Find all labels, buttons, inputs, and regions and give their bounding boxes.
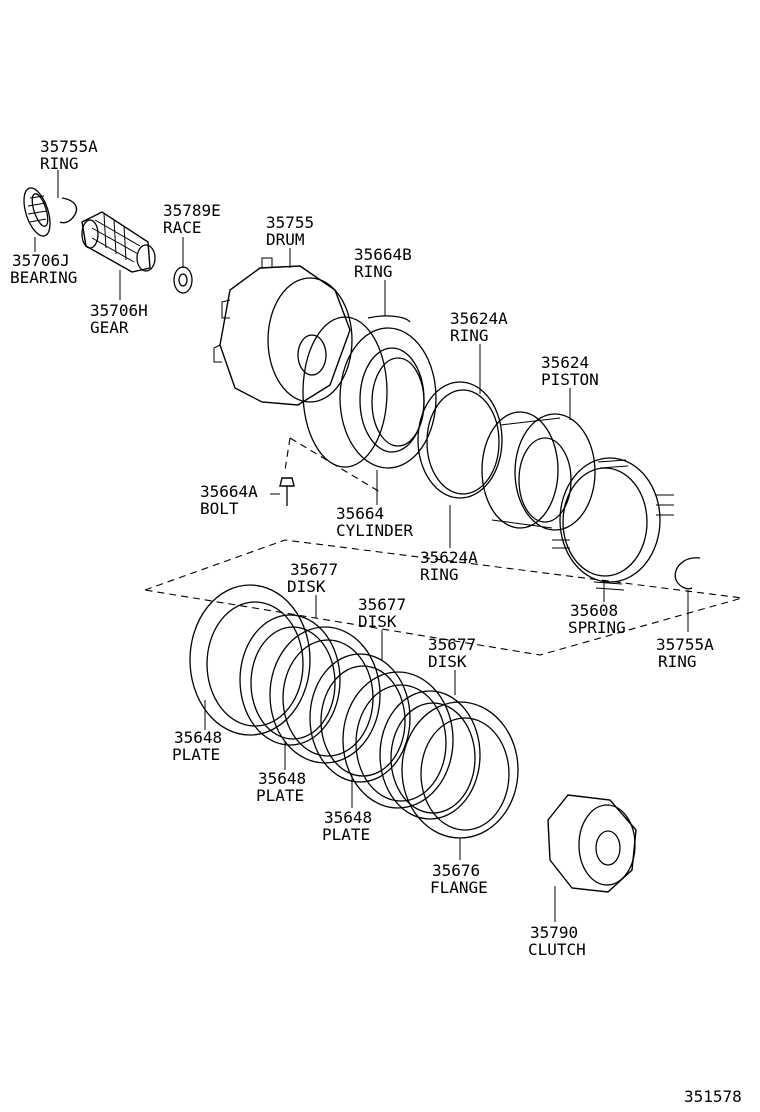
label-number-gear: 35706H [90, 301, 148, 320]
label-name-cylinder: CYLINDER [336, 521, 413, 540]
label-name-ring-624a-top: RING [450, 326, 489, 345]
label-number-clutch: 35790 [530, 923, 578, 942]
figure-code: 351578 [684, 1087, 742, 1106]
label-number-plate3: 35648 [324, 808, 372, 827]
label-number-ring-624a-bottom: 35624A [420, 548, 478, 567]
bearing-drawing [23, 187, 51, 237]
label-number-ring-right: 35755A [656, 635, 714, 654]
ring-35624a-drawing [417, 381, 503, 499]
drum-drawing [213, 257, 353, 406]
label-name-disk2: DISK [358, 612, 397, 631]
label-name-gear: GEAR [90, 318, 129, 337]
piston-drawing [481, 411, 596, 531]
snap-ring-drawing [59, 197, 78, 224]
race-drawing [173, 266, 193, 294]
cylinder-drawing [302, 316, 437, 469]
label-number-plate2: 35648 [258, 769, 306, 788]
label-number-drum: 35755 [266, 213, 314, 232]
gear-drawing [81, 211, 156, 273]
label-name-piston: PISTON [541, 370, 599, 389]
label-name-ring-right: RING [658, 652, 697, 671]
label-number-piston: 35624 [541, 353, 589, 372]
label-number-disk2: 35677 [358, 595, 406, 614]
label-name-bolt: BOLT [200, 499, 239, 518]
label-name-ring-624a-bottom: RING [420, 565, 459, 584]
label-number-bolt: 35664A [200, 482, 258, 501]
label-number-disk3: 35677 [428, 635, 476, 654]
label-name-flange: FLANGE [430, 878, 488, 897]
label-number-plate1: 35648 [174, 728, 222, 747]
bolt-drawing [279, 477, 295, 506]
label-number-disk1: 35677 [290, 560, 338, 579]
label-name-plate2: PLATE [256, 786, 304, 805]
label-name-plate1: PLATE [172, 745, 220, 764]
ring-35755a-right-drawing [674, 557, 701, 590]
label-number-race: 35789E [163, 201, 221, 220]
dashed-group-outlines [142, 437, 743, 656]
clutch-hub-drawing [547, 794, 637, 893]
label-name-ring-top: RING [40, 154, 79, 173]
ring-35664b-drawing [367, 315, 411, 323]
label-number-ring-b: 35664B [354, 245, 412, 264]
label-number-bearing: 35706J [12, 251, 70, 270]
label-name-clutch: CLUTCH [528, 940, 586, 959]
label-name-race: RACE [163, 218, 202, 237]
label-name-disk1: DISK [287, 577, 326, 596]
leader-lines [34, 170, 689, 922]
label-name-bearing: BEARING [10, 268, 77, 287]
label-name-disk3: DISK [428, 652, 467, 671]
label-number-ring-top: 35755A [40, 137, 98, 156]
label-name-spring: SPRING [568, 618, 626, 637]
label-name-drum: DRUM [266, 230, 305, 249]
clutch-pack-drawing [189, 584, 519, 839]
label-number-cylinder: 35664 [336, 504, 384, 523]
label-name-plate3: PLATE [322, 825, 370, 844]
label-number-ring-624a-top: 35624A [450, 309, 508, 328]
label-number-flange: 35676 [432, 861, 480, 880]
part-labels: 35755A RING 35706J BEARING 35706H GEAR 3… [10, 137, 742, 1106]
spring-drawing [552, 457, 674, 591]
label-name-ring-b: RING [354, 262, 393, 281]
label-number-spring: 35608 [570, 601, 618, 620]
